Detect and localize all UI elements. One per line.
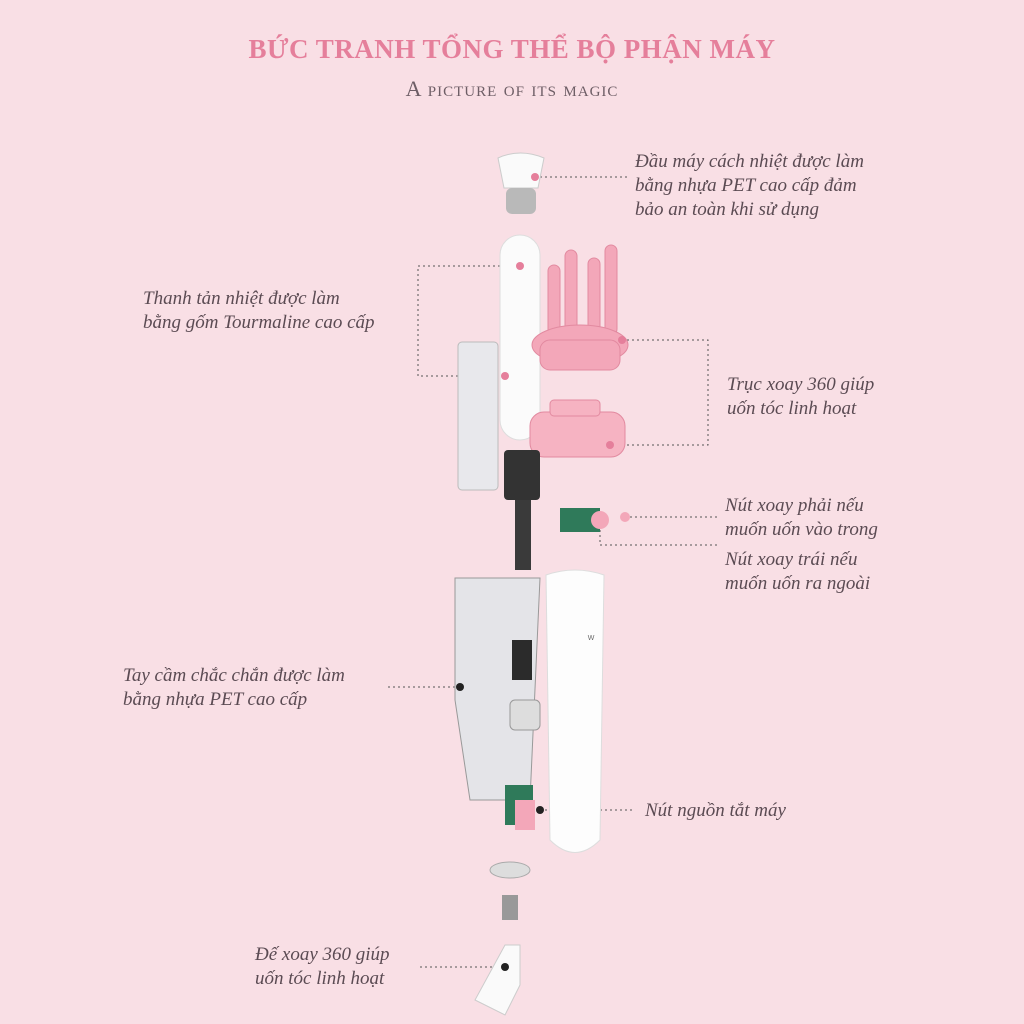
callout-handle: Tay cầm chắc chắn được làm bằng nhựa PET… (123, 664, 345, 712)
callout-line: uốn tóc linh hoạt (255, 968, 385, 989)
callout-head: Đầu máy cách nhiệt được làm bằng nhựa PE… (635, 150, 864, 222)
pink-rotating-collar (529, 399, 626, 458)
insulated-head (497, 152, 545, 214)
callout-rotating-shaft: Trục xoay 360 giúp uốn tóc linh hoạt (727, 373, 874, 421)
callout-line: bảo an toàn khi sử dụng (635, 199, 819, 220)
callout-line: muốn uốn ra ngoài (725, 573, 871, 594)
callout-barrel: Thanh tản nhiệt được làm bằng gốm Tourma… (143, 287, 375, 335)
callout-line: Tay cầm chắc chắn được làm (123, 665, 345, 686)
callout-line: Trục xoay 360 giúp (727, 374, 875, 395)
pink-comb (531, 244, 629, 371)
swivel-base (474, 944, 521, 1016)
callout-right-knob: Nút xoay phải nếu muốn uốn vào trong (725, 494, 878, 542)
callout-line: Nút xoay phải nếu (725, 495, 864, 516)
callout-line: bằng nhựa PET cao cấp đảm (635, 175, 857, 196)
callout-line: bằng gốm Tourmaline cao cấp (143, 312, 375, 333)
page-subtitle: A picture of its magic (405, 76, 619, 101)
callout-swivel-base: Đế xoay 360 giúp uốn tóc linh hoạt (255, 943, 390, 991)
callout-line: Đầu máy cách nhiệt được làm (635, 151, 864, 172)
callout-line: uốn tóc linh hoạt (727, 398, 857, 419)
handle-front (545, 569, 605, 853)
callout-line: muốn uốn vào trong (725, 519, 878, 540)
callout-power-button: Nút nguồn tắt máy (645, 799, 786, 823)
callout-line: Đế xoay 360 giúp (255, 944, 390, 965)
gear-connector (504, 450, 540, 500)
callout-line: Nút nguồn tắt máy (645, 800, 786, 821)
handle-shell (454, 577, 541, 801)
callout-left-knob: Nút xoay trái nếu muốn uốn ra ngoài (725, 548, 870, 596)
callout-line: Nút xoay trái nếu (725, 549, 858, 570)
callout-line: Thanh tản nhiệt được làm (143, 288, 340, 309)
brand-logo: W (588, 635, 595, 642)
callout-dots (501, 173, 626, 449)
heat-plate (457, 341, 499, 491)
callout-line: bằng nhựa PET cao cấp (123, 689, 308, 710)
page-title: BỨC TRANH TỔNG THỂ BỘ PHẬN MÁY (248, 34, 776, 64)
